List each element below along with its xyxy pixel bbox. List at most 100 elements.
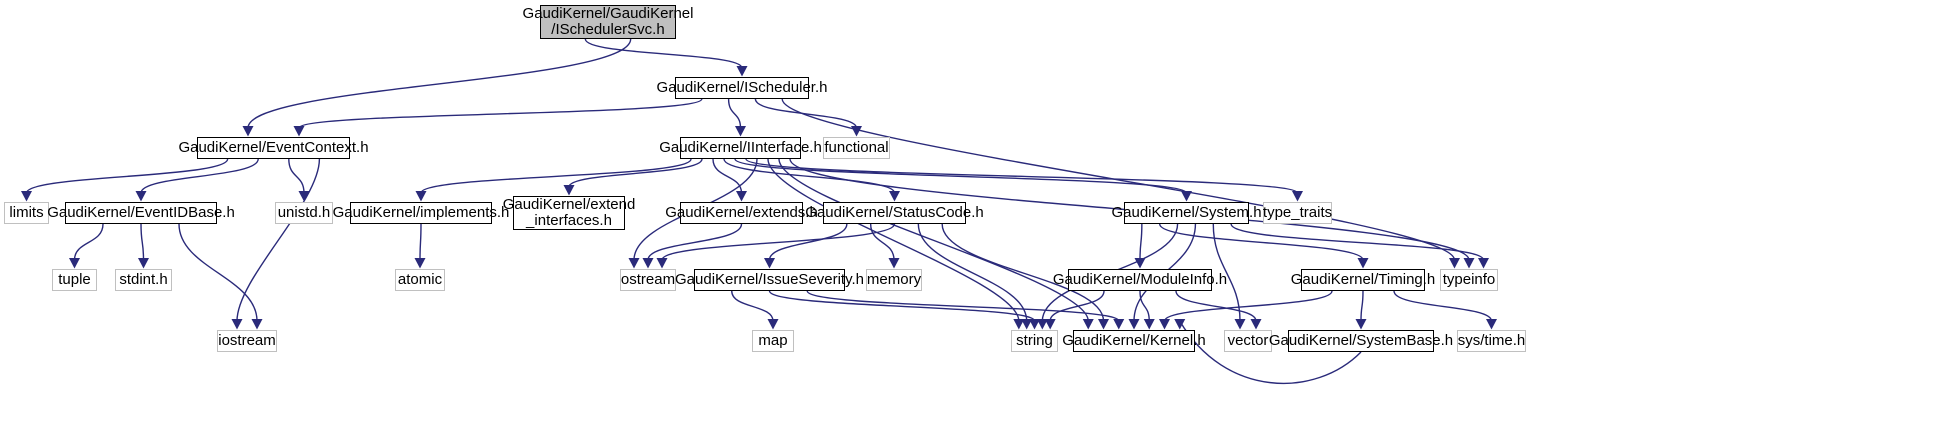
graph-edge-arrowhead <box>1143 319 1155 330</box>
graph-edge <box>1179 320 1362 385</box>
graph-edge-arrowhead <box>736 191 747 202</box>
graph-edge <box>1212 223 1241 322</box>
graph-edge-arrowhead <box>414 258 426 269</box>
graph-edge-arrowhead <box>1029 319 1040 330</box>
graph-edge-arrowhead <box>251 319 263 330</box>
graph-node-functional[interactable]: functional <box>823 137 890 159</box>
graph-node-statuscode[interactable]: GaudiKernel/StatusCode.h <box>805 202 984 224</box>
graph-edge-arrowhead <box>1486 319 1497 330</box>
graph-edge <box>734 158 1188 194</box>
graph-edge <box>178 223 258 322</box>
graph-edge <box>1393 290 1493 322</box>
graph-edge-arrowhead <box>1082 319 1094 330</box>
graph-edge <box>767 158 1020 322</box>
graph-edge <box>731 290 774 322</box>
graph-edge-arrowhead <box>1159 319 1170 330</box>
graph-edge-arrowhead <box>736 66 748 77</box>
graph-node-extends[interactable]: GaudiKernel/extends.h <box>665 202 818 224</box>
graph-edge-arrowhead <box>1250 319 1262 330</box>
graph-edge <box>768 223 848 261</box>
graph-edge <box>1159 223 1364 261</box>
graph-node-iinterface[interactable]: GaudiKernel/IInterface.h <box>659 137 822 159</box>
graph-edge-arrowhead <box>1098 319 1109 330</box>
graph-edge <box>727 98 742 129</box>
graph-node-moduleinfo[interactable]: GaudiKernel/ModuleInfo.h <box>1053 269 1227 291</box>
graph-edge <box>768 290 1036 322</box>
graph-edge <box>1230 223 1485 261</box>
graph-edge <box>661 223 896 261</box>
graph-node-extend_interfaces[interactable]: GaudiKernel/extend _interfaces.h <box>502 196 636 230</box>
graph-node-vector[interactable]: vector <box>1224 330 1272 352</box>
graph-node-limits[interactable]: limits <box>4 202 49 224</box>
graph-edge-arrowhead <box>888 258 900 269</box>
graph-edge-arrowhead <box>851 126 862 137</box>
graph-edge <box>647 223 743 261</box>
graph-edge <box>917 223 1028 322</box>
graph-edge-arrowhead <box>242 126 254 137</box>
graph-edge <box>1049 290 1105 322</box>
graph-edge <box>420 158 692 194</box>
graph-edge <box>236 158 321 322</box>
graph-edge-arrowhead <box>1449 258 1460 269</box>
graph-edge-arrowhead <box>1134 258 1146 269</box>
graph-edge-arrowhead <box>767 319 779 330</box>
graph-edge-arrowhead <box>1174 319 1186 330</box>
graph-node-systime[interactable]: sys/time.h <box>1457 330 1526 352</box>
graph-edge-arrowhead <box>1355 319 1367 330</box>
graph-edge-arrowhead <box>415 191 427 202</box>
graph-edge <box>941 223 1105 322</box>
graph-edge-arrowhead <box>293 126 305 137</box>
graph-edge-arrowhead <box>1128 319 1140 330</box>
graph-edge-arrowhead <box>1234 319 1246 330</box>
graph-node-map[interactable]: map <box>752 330 794 352</box>
graph-edge <box>288 158 305 194</box>
graph-edge-arrowhead <box>735 126 746 137</box>
graph-node-unistd[interactable]: unistd.h <box>275 202 333 224</box>
graph-edge <box>140 223 145 261</box>
graph-node-timing[interactable]: GaudiKernel/Timing.h <box>1291 269 1435 291</box>
graph-edge <box>745 158 1299 194</box>
graph-edge-arrowhead <box>138 258 149 269</box>
graph-node-type_traits[interactable]: type_traits <box>1263 202 1332 224</box>
graph-edge <box>140 158 259 194</box>
graph-node-stdint[interactable]: stdint.h <box>115 269 172 291</box>
graph-edge-arrowhead <box>135 191 147 202</box>
graph-node-iostream[interactable]: iostream <box>217 330 277 352</box>
graph-node-memory[interactable]: memory <box>866 269 922 291</box>
graph-edge-arrowhead <box>764 258 775 269</box>
graph-edge <box>1163 290 1333 322</box>
graph-edge-arrowhead <box>628 258 640 269</box>
graph-node-ischeduler[interactable]: GaudiKernel/IScheduler.h <box>657 77 827 99</box>
graph-edge-arrowhead <box>298 191 310 202</box>
graph-edge <box>584 38 743 69</box>
graph-node-issueseverity[interactable]: GaudiKernel/IssueSeverity.h <box>675 269 864 291</box>
graph-edge <box>778 158 1089 322</box>
graph-edge <box>712 158 743 194</box>
graph-edge-arrowhead <box>1036 319 1048 330</box>
graph-edge <box>1139 223 1143 261</box>
graph-edge <box>419 223 422 261</box>
graph-node-eventcontext[interactable]: GaudiKernel/EventContext.h <box>178 137 369 159</box>
graph-node-tuple[interactable]: tuple <box>52 269 97 291</box>
graph-edge-arrowhead <box>563 185 575 196</box>
graph-node-systembase[interactable]: GaudiKernel/SystemBase.h <box>1269 330 1453 352</box>
graph-edge <box>1360 290 1364 322</box>
graph-edge <box>298 98 703 129</box>
graph-node-typeinfo[interactable]: typeinfo <box>1440 269 1498 291</box>
graph-edge <box>568 158 703 188</box>
graph-node-atomic[interactable]: atomic <box>395 269 445 291</box>
graph-node-string[interactable]: string <box>1011 330 1058 352</box>
graph-node-kernel[interactable]: GaudiKernel/Kernel.h <box>1062 330 1206 352</box>
graph-edge-arrowhead <box>1021 319 1033 330</box>
graph-edge <box>1175 290 1257 322</box>
graph-edge-arrowhead <box>1292 191 1303 202</box>
graph-node-eventidbase[interactable]: GaudiKernel/EventIDBase.h <box>47 202 235 224</box>
graph-edge <box>73 223 104 261</box>
graph-node-implements[interactable]: GaudiKernel/implements.h <box>333 202 509 224</box>
graph-node-ostream[interactable]: ostream <box>620 269 676 291</box>
graph-edge-arrowhead <box>21 191 32 202</box>
graph-node-system[interactable]: GaudiKernel/System.h <box>1111 202 1262 224</box>
graph-edge <box>25 158 229 194</box>
